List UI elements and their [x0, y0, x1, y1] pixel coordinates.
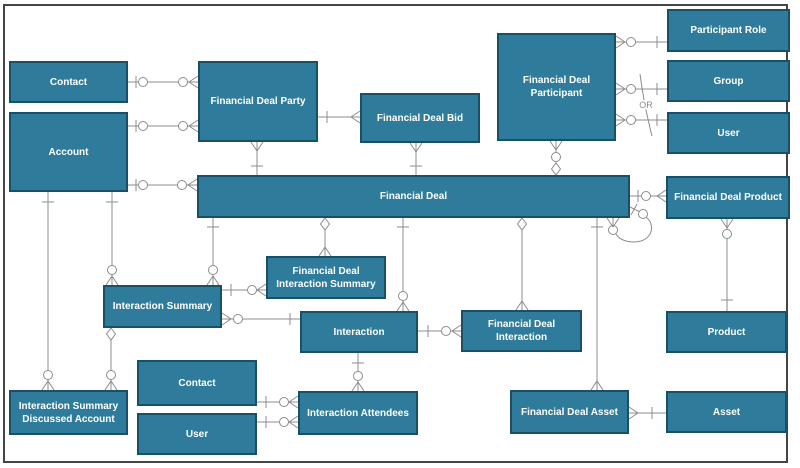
entity-interaction[interactable]: Interaction — [300, 311, 418, 353]
entity-interaction-summary[interactable]: Interaction Summary — [103, 285, 222, 328]
or-exclusivity-arc: OR — [638, 73, 655, 137]
connector-financial-deal-financial-deal[interactable] — [606, 203, 653, 243]
connector-contact-1-financial-deal-party[interactable] — [128, 75, 199, 89]
entity-financial-deal-interaction[interactable]: Financial Deal Interaction — [461, 310, 582, 352]
entity-label: Financial Deal — [379, 191, 448, 202]
entity-label: User — [185, 428, 209, 440]
entity-participant-role[interactable]: Participant Role — [667, 9, 790, 52]
entity-label: Financial Deal Interaction — [487, 319, 556, 343]
entity-contact-2[interactable]: Contact — [137, 360, 257, 406]
connector-interaction-summary-interaction-summary-discussed-account[interactable] — [104, 327, 118, 391]
entity-label: Financial Deal Product — [674, 192, 782, 203]
entity-label: Account — [48, 146, 89, 158]
entity-financial-deal-interaction-summary[interactable]: Financial Deal Interaction Summary — [266, 256, 386, 299]
entity-financial-deal-bid[interactable]: Financial Deal Bid — [360, 93, 480, 143]
connector-financial-deal-participant-group[interactable] — [615, 82, 667, 96]
entity-financial-deal-asset[interactable]: Financial Deal Asset — [510, 390, 629, 434]
entity-asset[interactable]: Asset — [666, 391, 787, 433]
connector-interaction-summary-interaction[interactable] — [221, 312, 300, 326]
connector-account-financial-deal[interactable] — [128, 178, 198, 192]
connector-account-financial-deal-party[interactable] — [128, 119, 199, 133]
connector-financial-deal-financial-deal-asset[interactable] — [590, 218, 604, 391]
connector-financial-deal-party-financial-deal[interactable] — [250, 141, 264, 175]
entity-contact-1[interactable]: Contact — [9, 61, 128, 103]
entity-interaction-attendees[interactable]: Interaction Attendees — [298, 391, 418, 435]
entity-label: User — [717, 127, 740, 139]
entity-label: Financial Deal Party — [210, 96, 306, 107]
connector-interaction-interaction-attendees[interactable] — [351, 353, 365, 392]
connector-financial-deal-financial-deal-product[interactable] — [630, 189, 667, 203]
connector-financial-deal-party-financial-deal-bid[interactable] — [318, 110, 361, 124]
connector-financial-deal-interaction-summary[interactable] — [206, 218, 220, 286]
or-label: OR — [639, 100, 653, 110]
entity-product[interactable]: Product — [666, 311, 787, 353]
entity-label: Participant Role — [690, 25, 767, 36]
connector-contact-2-interaction-attendees[interactable] — [257, 395, 299, 409]
connector-financial-deal-financial-deal-interaction[interactable] — [515, 217, 529, 311]
entity-user-2[interactable]: User — [137, 413, 257, 455]
entity-label: Interaction Summary Discussed Account — [18, 400, 119, 425]
entity-label: Interaction Attendees — [307, 407, 409, 419]
connector-financial-deal-financial-deal-interaction-summary[interactable] — [318, 217, 332, 257]
entity-label: Financial Deal Asset — [521, 406, 618, 418]
connector-interaction-financial-deal-interaction[interactable] — [418, 324, 462, 338]
connector-financial-deal-asset-asset[interactable] — [628, 406, 666, 420]
entity-label: Asset — [712, 406, 741, 418]
entity-financial-deal-party[interactable]: Financial Deal Party — [198, 61, 318, 142]
entity-label: Interaction Summary — [112, 301, 213, 312]
connector-financial-deal-participant-financial-deal[interactable] — [549, 140, 563, 176]
entity-account[interactable]: Account — [9, 112, 128, 192]
entity-user-1[interactable]: User — [667, 112, 790, 154]
entity-financial-deal-product[interactable]: Financial Deal Product — [666, 176, 790, 219]
entity-label: Financial Deal Bid — [376, 112, 464, 124]
entity-label: Contact — [178, 377, 216, 389]
connector-financial-deal-bid-financial-deal[interactable] — [409, 142, 423, 175]
connector-user-2-interaction-attendees[interactable] — [257, 415, 299, 429]
entity-group[interactable]: Group — [667, 60, 790, 102]
connector-financial-deal-participant-user-1[interactable] — [615, 113, 667, 127]
entity-label: Financial Deal Interaction Summary — [276, 265, 376, 290]
connector-interaction-summary-financial-deal-interaction-summary[interactable] — [222, 283, 267, 297]
connector-financial-deal-participant-participant-role[interactable] — [615, 35, 667, 49]
entity-financial-deal[interactable]: Financial Deal — [197, 175, 630, 218]
entity-label: Group — [713, 75, 744, 87]
entity-label: Interaction — [333, 326, 385, 338]
connector-account-interaction-summary-discussed-account[interactable] — [41, 192, 55, 391]
entity-financial-deal-participant[interactable]: Financial Deal Participant — [497, 33, 616, 141]
entity-label: Product — [707, 326, 746, 338]
connector-financial-deal-product-product[interactable] — [720, 218, 734, 311]
connector-financial-deal-interaction[interactable] — [396, 218, 410, 312]
connector-account-interaction-summary[interactable] — [105, 192, 119, 286]
entity-interaction-summary-discussed-account[interactable]: Interaction Summary Discussed Account — [9, 390, 128, 435]
entity-label: Financial Deal Participant — [522, 75, 591, 99]
entity-label: Contact — [49, 76, 88, 88]
